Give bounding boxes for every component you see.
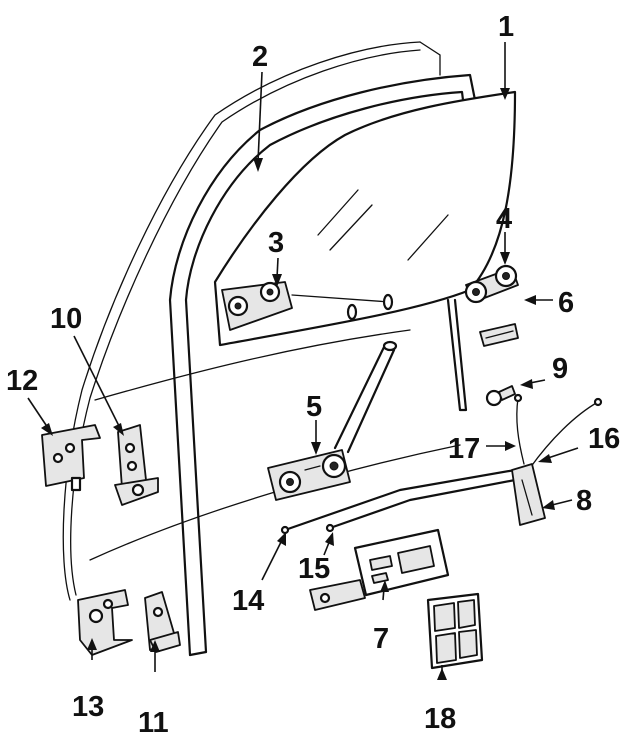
callout-1: 1 <box>498 11 514 43</box>
part-18-bezel <box>426 592 484 670</box>
callout-2: 2 <box>252 41 268 73</box>
callout-17: 17 <box>448 433 480 465</box>
callout-3: 3 <box>268 227 284 259</box>
part-6-handle <box>479 323 519 347</box>
part-10-upper-hinge <box>114 424 159 506</box>
callout-15: 15 <box>298 553 330 585</box>
callout-12: 12 <box>6 365 38 397</box>
callout-18: 18 <box>424 703 456 735</box>
callout-6: 6 <box>558 287 574 319</box>
part-5-regulator <box>267 340 398 501</box>
part-9-screw <box>485 385 516 407</box>
door-shell <box>62 41 461 601</box>
callout-4: 4 <box>496 203 512 235</box>
part-12-hinge-body <box>41 424 101 492</box>
callout-9: 9 <box>552 353 568 385</box>
callout-8: 8 <box>576 485 592 517</box>
callout-14: 14 <box>232 585 264 617</box>
callout-13: 13 <box>72 691 104 723</box>
callout-7: 7 <box>373 623 389 655</box>
callout-labels: 1 2 3 4 5 6 7 8 9 10 11 12 13 14 15 16 1… <box>6 11 620 739</box>
callout-16: 16 <box>588 423 620 455</box>
parts-14-15-rods <box>280 468 517 535</box>
part-7-lock-control <box>309 528 450 611</box>
parts-16-17-cables <box>513 393 603 469</box>
part-11-lower-hinge <box>144 591 181 653</box>
callout-5: 5 <box>306 391 322 423</box>
callout-11: 11 <box>138 707 169 739</box>
part-8-inside-handle <box>511 463 546 526</box>
part-1-door-glass <box>213 90 517 347</box>
part-3-glass-sash <box>221 281 394 331</box>
part-13-lower-hinge-body <box>77 589 133 656</box>
callout-10: 10 <box>50 303 82 335</box>
part-4-roller-bracket <box>464 264 519 304</box>
leader-lines <box>27 42 579 680</box>
